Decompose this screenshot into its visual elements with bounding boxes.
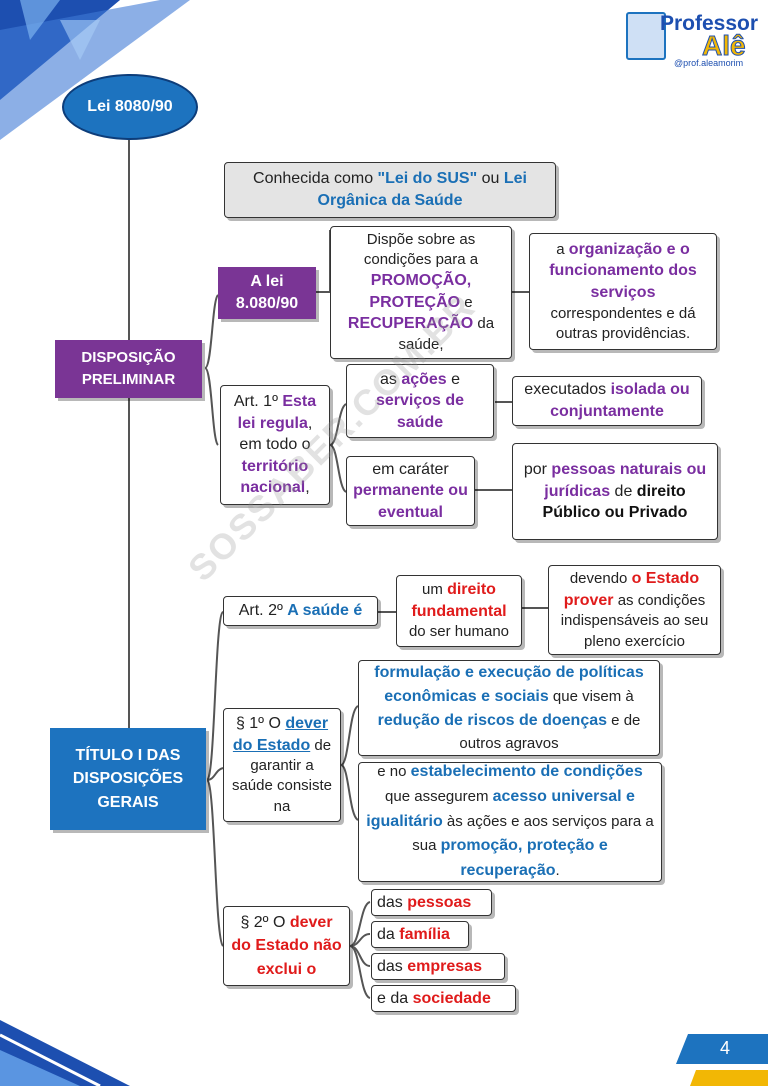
dispoe-t6: da saúde, [398, 315, 495, 354]
devendo-box: devendo o Estado prover as condições ind… [548, 565, 721, 655]
art1-t2: Esta lei regula [237, 393, 317, 432]
logo-book-icon [626, 12, 666, 60]
note-text-2: "Lei do SUS" [377, 170, 478, 188]
organizacao-box: a organização e o funcionamento dos serv… [529, 233, 717, 350]
p1-box: § 1º O dever do Estado de garantir a saú… [223, 708, 341, 822]
exec-t2: isolada ou conjuntamente [550, 381, 690, 420]
logo-line2: Alê [702, 30, 747, 62]
bottom-left-decoration [0, 1020, 130, 1086]
estab-t4: acesso universal e igualitário [366, 787, 635, 830]
dispoe-t2: PROMOÇÃO, [370, 272, 472, 290]
page-number: 4 [720, 1038, 731, 1058]
art1-t3: , em todo o [239, 414, 313, 454]
p2-box: § 2º O dever do Estado não exclui o [223, 906, 350, 986]
excl-0-t2: pessoas [407, 893, 472, 911]
excl-familia: da família [371, 921, 469, 948]
form-t3: redução de riscos de doenças [377, 711, 608, 729]
estab-t7: . [555, 862, 560, 880]
carater-box: em caráter permanente ou eventual [346, 456, 475, 526]
excl-0-t1: das [377, 893, 408, 911]
form-t2: que visem à [548, 687, 634, 705]
lei-label: A lei 8.080/90 [235, 272, 299, 312]
acoes-t1: as [379, 370, 402, 388]
excl-1-t2: família [399, 925, 450, 943]
org-t3: correspondentes e dá outras providências… [550, 304, 696, 342]
dispoe-box: Dispõe sobre as condições para a PROMOÇÃ… [330, 226, 512, 359]
acoes-t4: serviços de saúde [375, 392, 465, 431]
estab-t6: promoção, proteção e recuperação [440, 837, 608, 880]
art2-box: Art. 2º A saúde é [223, 596, 378, 626]
art1-box: Art. 1º Esta lei regula, em todo o terri… [220, 385, 330, 505]
art1-t5: , [305, 479, 310, 497]
section2-header: TÍTULO I DAS DISPOSIÇÕES GERAIS [50, 728, 206, 830]
acoes-t2: ações [401, 370, 447, 388]
logo: Professor Alê @prof.aleamorim [626, 6, 764, 68]
root-label: Lei 8080/90 [87, 98, 173, 115]
section2-label: TÍTULO I DAS DISPOSIÇÕES GERAIS [72, 747, 184, 811]
dispoe-t1: Dispõe sobre as condições para a [363, 230, 479, 268]
art1-t4: território nacional [240, 457, 309, 497]
executados-box: executados isolada ou conjuntamente [512, 376, 702, 426]
org-t2: organização e o funcionamento dos serviç… [549, 240, 697, 302]
pessoas-t3: de [610, 482, 637, 500]
estab-t1: e no [377, 763, 411, 781]
note-text-4: Lei Orgânica da Saúde [317, 170, 527, 209]
carater-t1: em caráter [372, 460, 449, 478]
excl-2-t2: empresas [407, 957, 482, 975]
excl-3-t1: e da [377, 989, 413, 1007]
note-text-1: Conhecida como [253, 170, 378, 188]
excl-pessoas: das pessoas [371, 889, 492, 916]
excl-2-t1: das [377, 957, 408, 975]
exec-t1: executados [524, 381, 611, 399]
pessoas-t2: pessoas naturais ou jurídicas [544, 461, 707, 500]
excl-1-t1: da [377, 925, 400, 943]
estab-t2: estabelecimento de condições [410, 763, 643, 781]
note-sus: Conhecida como "Lei do SUS" ou Lei Orgân… [224, 162, 556, 218]
devendo-t2: o Estado prover [563, 570, 700, 609]
direito-t1: um [422, 581, 448, 599]
excl-empresas: das empresas [371, 953, 505, 980]
org-t1: a [556, 240, 569, 258]
dispoe-t4: e [460, 293, 473, 311]
direito-t2: direito fundamental [411, 581, 507, 620]
art2-t2: A saúde é [287, 602, 363, 620]
art2-t1: Art. 2º [238, 602, 288, 620]
p1-t2: dever do Estado [232, 715, 329, 754]
acoes-box: as ações e serviços de saúde [346, 364, 494, 438]
devendo-t1: devendo [569, 570, 632, 588]
estabelecimento-box: e no estabelecimento de condições que as… [358, 762, 662, 882]
top-left-decoration [0, 0, 190, 140]
p1-t1: § 1º O [235, 715, 286, 733]
dispoe-t5: RECUPERAÇÃO [347, 315, 474, 333]
pessoas-t1: por [523, 461, 552, 479]
note-text-3: ou [477, 170, 504, 188]
estab-t3: que assegurem [385, 787, 493, 805]
logo-handle: @prof.aleamorim [674, 58, 744, 68]
dispoe-t3: PROTEÇÃO [369, 293, 461, 311]
page-number-ribbon [676, 1034, 768, 1086]
excl-3-t2: sociedade [412, 989, 491, 1007]
formulacao-box: formulação e execução de políticas econô… [358, 660, 660, 756]
pessoas-box: por pessoas naturais ou jurídicas de dir… [512, 443, 718, 540]
estab-t5: às ações e aos serviços para a sua [412, 812, 654, 855]
section1-header: DISPOSIÇÃO PRELIMINAR [55, 340, 202, 398]
direito-box: um direito fundamental do ser humano [396, 575, 522, 647]
excl-sociedade: e da sociedade [371, 985, 516, 1012]
pessoas-t4: direito Público ou Privado [542, 482, 688, 522]
section1-label: DISPOSIÇÃO PRELIMINAR [81, 349, 176, 388]
root-node: Lei 8080/90 [62, 74, 198, 140]
devendo-t3: as condições indispensáveis ao seu pleno… [560, 591, 709, 650]
art1-t1: Art. 1º [233, 393, 283, 411]
form-t4: e de outros agravos [459, 711, 641, 752]
direito-t3: do ser humano [408, 623, 510, 641]
p2-t1: § 2º O [240, 914, 290, 932]
carater-t2: permanente ou eventual [353, 482, 468, 521]
logo-line1: Professor [660, 12, 759, 35]
form-t1: formulação e execução de políticas econô… [374, 663, 644, 705]
lei-box: A lei 8.080/90 [218, 267, 316, 319]
p2-t2: dever do Estado não exclui o [231, 914, 342, 978]
p1-t3: de garantir a saúde consiste na [231, 736, 333, 815]
acoes-t3: e [446, 370, 461, 388]
